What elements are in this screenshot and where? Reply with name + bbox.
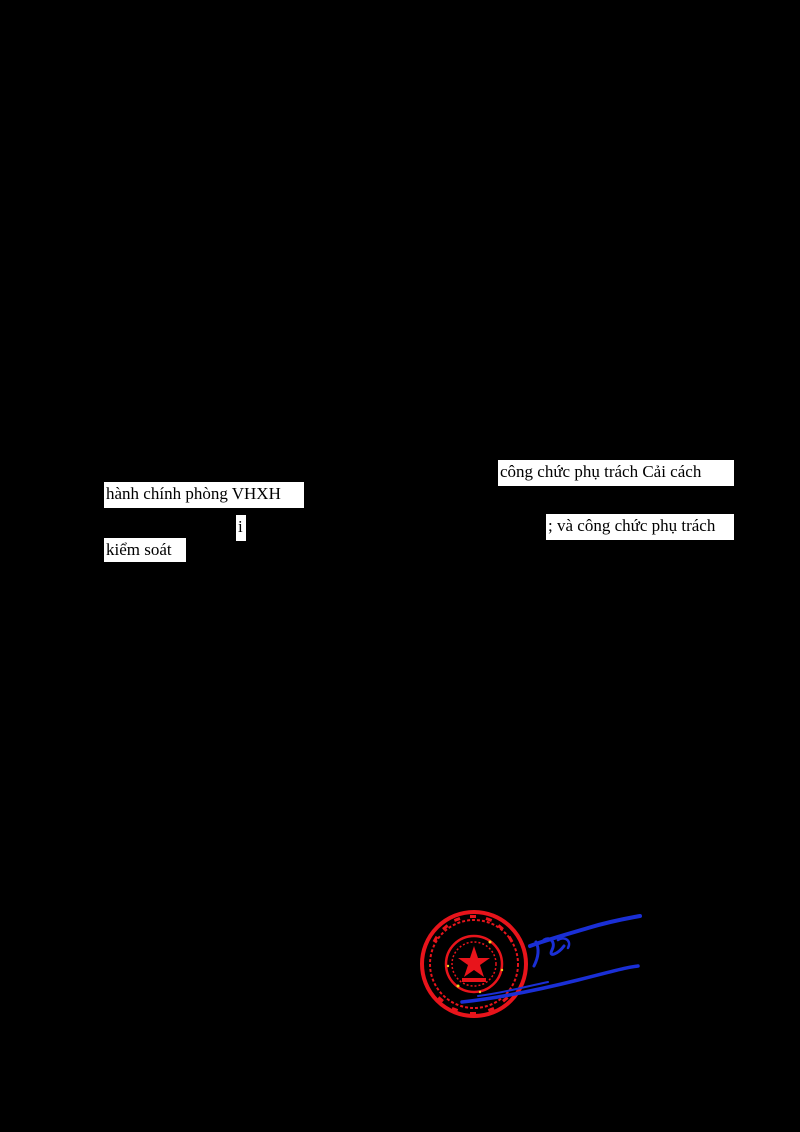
text-fragment-kiem-soat: kiểm soát	[104, 538, 186, 562]
official-red-seal-icon	[420, 910, 642, 1018]
text-fragment-cong-chuc-phu-trach: công chức phụ trách Cải cách	[498, 460, 734, 486]
text-fragment-single-char: i	[236, 515, 246, 541]
text-fragment-va-cong-chuc: ; và công chức phụ trách	[546, 514, 734, 540]
seal-and-signature	[418, 906, 648, 1026]
handwritten-signature	[460, 914, 642, 1004]
text-fragment-hanh-chinh-phong: hành chính phòng VHXH	[104, 482, 304, 508]
